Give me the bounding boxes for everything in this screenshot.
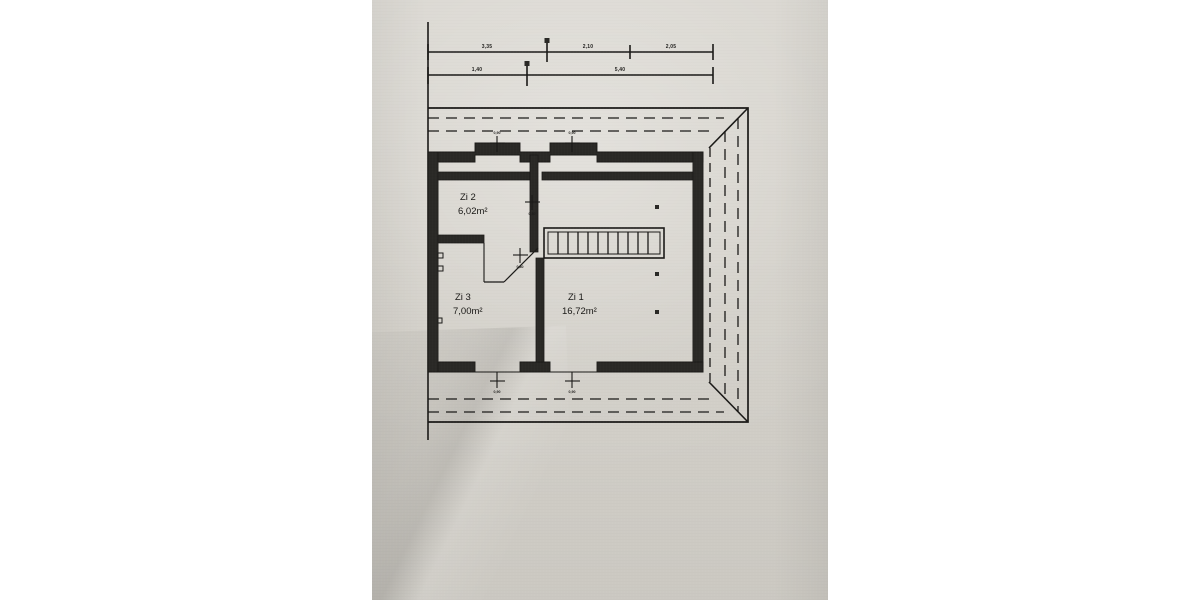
partition-zi3-zi1 xyxy=(535,257,545,363)
opening-marker-window-bottom-mid: 0,90 xyxy=(565,372,580,394)
photographed-floor-plan: 3,35 2,10 2,05 1,40 5,40 xyxy=(372,0,828,600)
room-label-zi-1: Zi 1 16,72m² xyxy=(562,292,597,317)
svg-text:0,90: 0,90 xyxy=(494,131,501,135)
svg-text:Zi 1: Zi 1 xyxy=(568,292,584,303)
staircase xyxy=(543,227,665,259)
partition-zi2-hall xyxy=(529,154,539,253)
door-swings xyxy=(483,243,539,283)
opening-marker-door-inner-upper: 0,80 xyxy=(525,195,540,216)
opening-marker-window-top-middle: 0,90 xyxy=(565,131,580,152)
dim-upper-seg-0: 3,35 xyxy=(482,44,493,50)
partition-hall-top xyxy=(541,171,694,181)
wall-bottom xyxy=(437,361,704,373)
partition-zi3-top xyxy=(437,234,485,244)
internal-partitions xyxy=(437,154,694,363)
letterbox-right xyxy=(828,0,1200,600)
svg-text:Zi 3: Zi 3 xyxy=(455,292,471,303)
opening-marker-window-bottom-left: 0,90 xyxy=(490,372,505,394)
svg-text:0,90: 0,90 xyxy=(494,390,501,394)
partition-zi2-top xyxy=(437,171,531,181)
outer-walls xyxy=(427,142,704,373)
room-label-zi-3: Zi 3 7,00m² xyxy=(453,292,483,317)
svg-text:Zi 2: Zi 2 xyxy=(460,192,476,203)
opening-markers: 0,90 0,90 0,80 0,80 xyxy=(490,131,580,394)
svg-text:0,80: 0,80 xyxy=(517,265,524,269)
svg-text:6,02m²: 6,02m² xyxy=(458,206,488,217)
svg-text:0,80: 0,80 xyxy=(529,212,536,216)
svg-text:0,90: 0,90 xyxy=(569,390,576,394)
dim-lower-seg-0: 1,40 xyxy=(472,67,483,73)
opening-marker-door-inner-lower: 0,80 xyxy=(513,248,528,269)
room-contours xyxy=(437,162,694,362)
stair-treads xyxy=(557,232,649,254)
svg-text:16,72m²: 16,72m² xyxy=(562,306,597,317)
svg-text:7,00m²: 7,00m² xyxy=(453,306,483,317)
door-leaf-zi2 xyxy=(503,247,539,283)
fixture-markers xyxy=(437,205,659,324)
room-label-zi-2: Zi 2 6,02m² xyxy=(458,192,488,217)
letterbox-left xyxy=(0,0,372,600)
dimension-chain-upper: 3,35 2,10 2,05 xyxy=(427,38,714,62)
hip-roof-outline xyxy=(428,107,749,423)
floor-plan-drawing: 3,35 2,10 2,05 1,40 5,40 xyxy=(427,22,749,440)
dim-upper-seg-1: 2,10 xyxy=(583,44,594,50)
wall-left xyxy=(427,151,439,373)
wall-right xyxy=(692,151,704,373)
opening-marker-window-top-left: 0,90 xyxy=(490,131,505,152)
dim-lower-seg-1: 5,40 xyxy=(615,67,626,73)
wall-top xyxy=(437,142,704,163)
dimension-chain-lower: 1,40 5,40 xyxy=(427,61,714,86)
dim-upper-seg-2: 2,05 xyxy=(666,44,677,50)
svg-text:0,90: 0,90 xyxy=(569,131,576,135)
